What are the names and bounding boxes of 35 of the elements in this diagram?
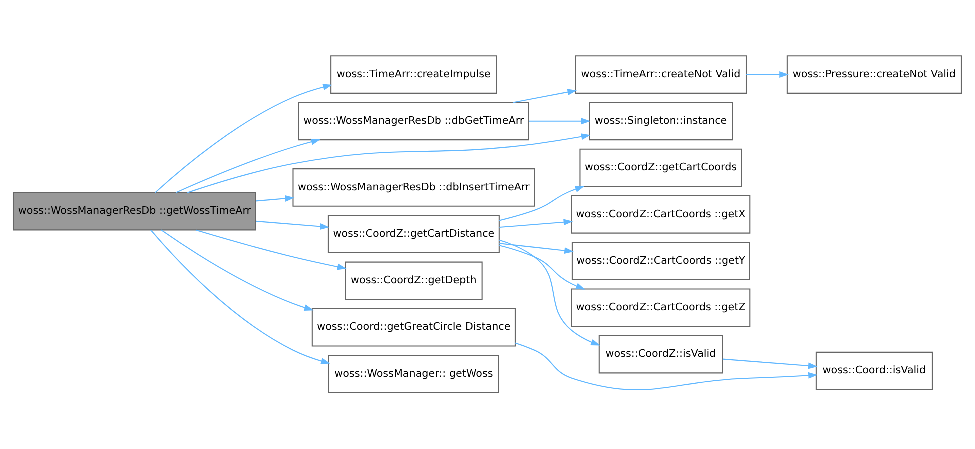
node-box: woss::CoordZ::getDepth xyxy=(345,262,483,300)
node-box: woss::CoordZ::getCartDistance xyxy=(328,215,500,254)
arrow xyxy=(176,138,321,194)
arrow xyxy=(500,219,574,228)
node-box: woss::WossManagerResDb ::dbGetTimeArr xyxy=(298,102,530,141)
arrow xyxy=(513,89,578,104)
arrow xyxy=(256,220,330,230)
node-box: woss::Singleton::instance xyxy=(589,102,734,141)
node-box: woss::Pressure::createNot Valid xyxy=(786,56,962,94)
node-box: woss::CoordZ::CartCoords ::getY xyxy=(572,242,750,280)
node-box: woss::CoordZ::getCartCoords xyxy=(580,148,742,188)
node-box: woss::CoordZ::CartCoords ::getZ xyxy=(571,288,751,328)
arrow xyxy=(150,230,330,364)
node-box: woss::Coord::getGreatCircle Distance xyxy=(312,308,516,347)
arrow xyxy=(161,230,314,311)
arrow xyxy=(499,186,585,222)
node-box: woss::WossManagerResDb ::dbInsertTimeArr xyxy=(292,168,536,207)
arrow xyxy=(196,230,347,270)
arrow xyxy=(529,118,591,125)
node-box: woss::TimeArr::createImpulse xyxy=(330,56,498,94)
arrow xyxy=(746,72,789,78)
arrow xyxy=(155,84,333,194)
node-box: woss::WossManagerResDb ::getWossTimeArr xyxy=(13,192,256,231)
arrow xyxy=(499,245,586,290)
arrow xyxy=(187,134,591,194)
arrow xyxy=(722,358,818,370)
node-box: woss::CoordZ::isValid xyxy=(598,335,724,374)
arrow xyxy=(499,240,600,346)
node-box: woss::CoordZ::CartCoords ::getX xyxy=(571,196,751,234)
node-box: woss::Coord::isValid xyxy=(816,352,933,390)
node-box: woss::TimeArr::createNot Valid xyxy=(575,56,748,94)
node-box: woss::WossManager:: getWoss xyxy=(328,355,500,394)
arrow xyxy=(500,243,574,254)
arrow xyxy=(256,195,295,202)
arrow xyxy=(515,342,818,390)
